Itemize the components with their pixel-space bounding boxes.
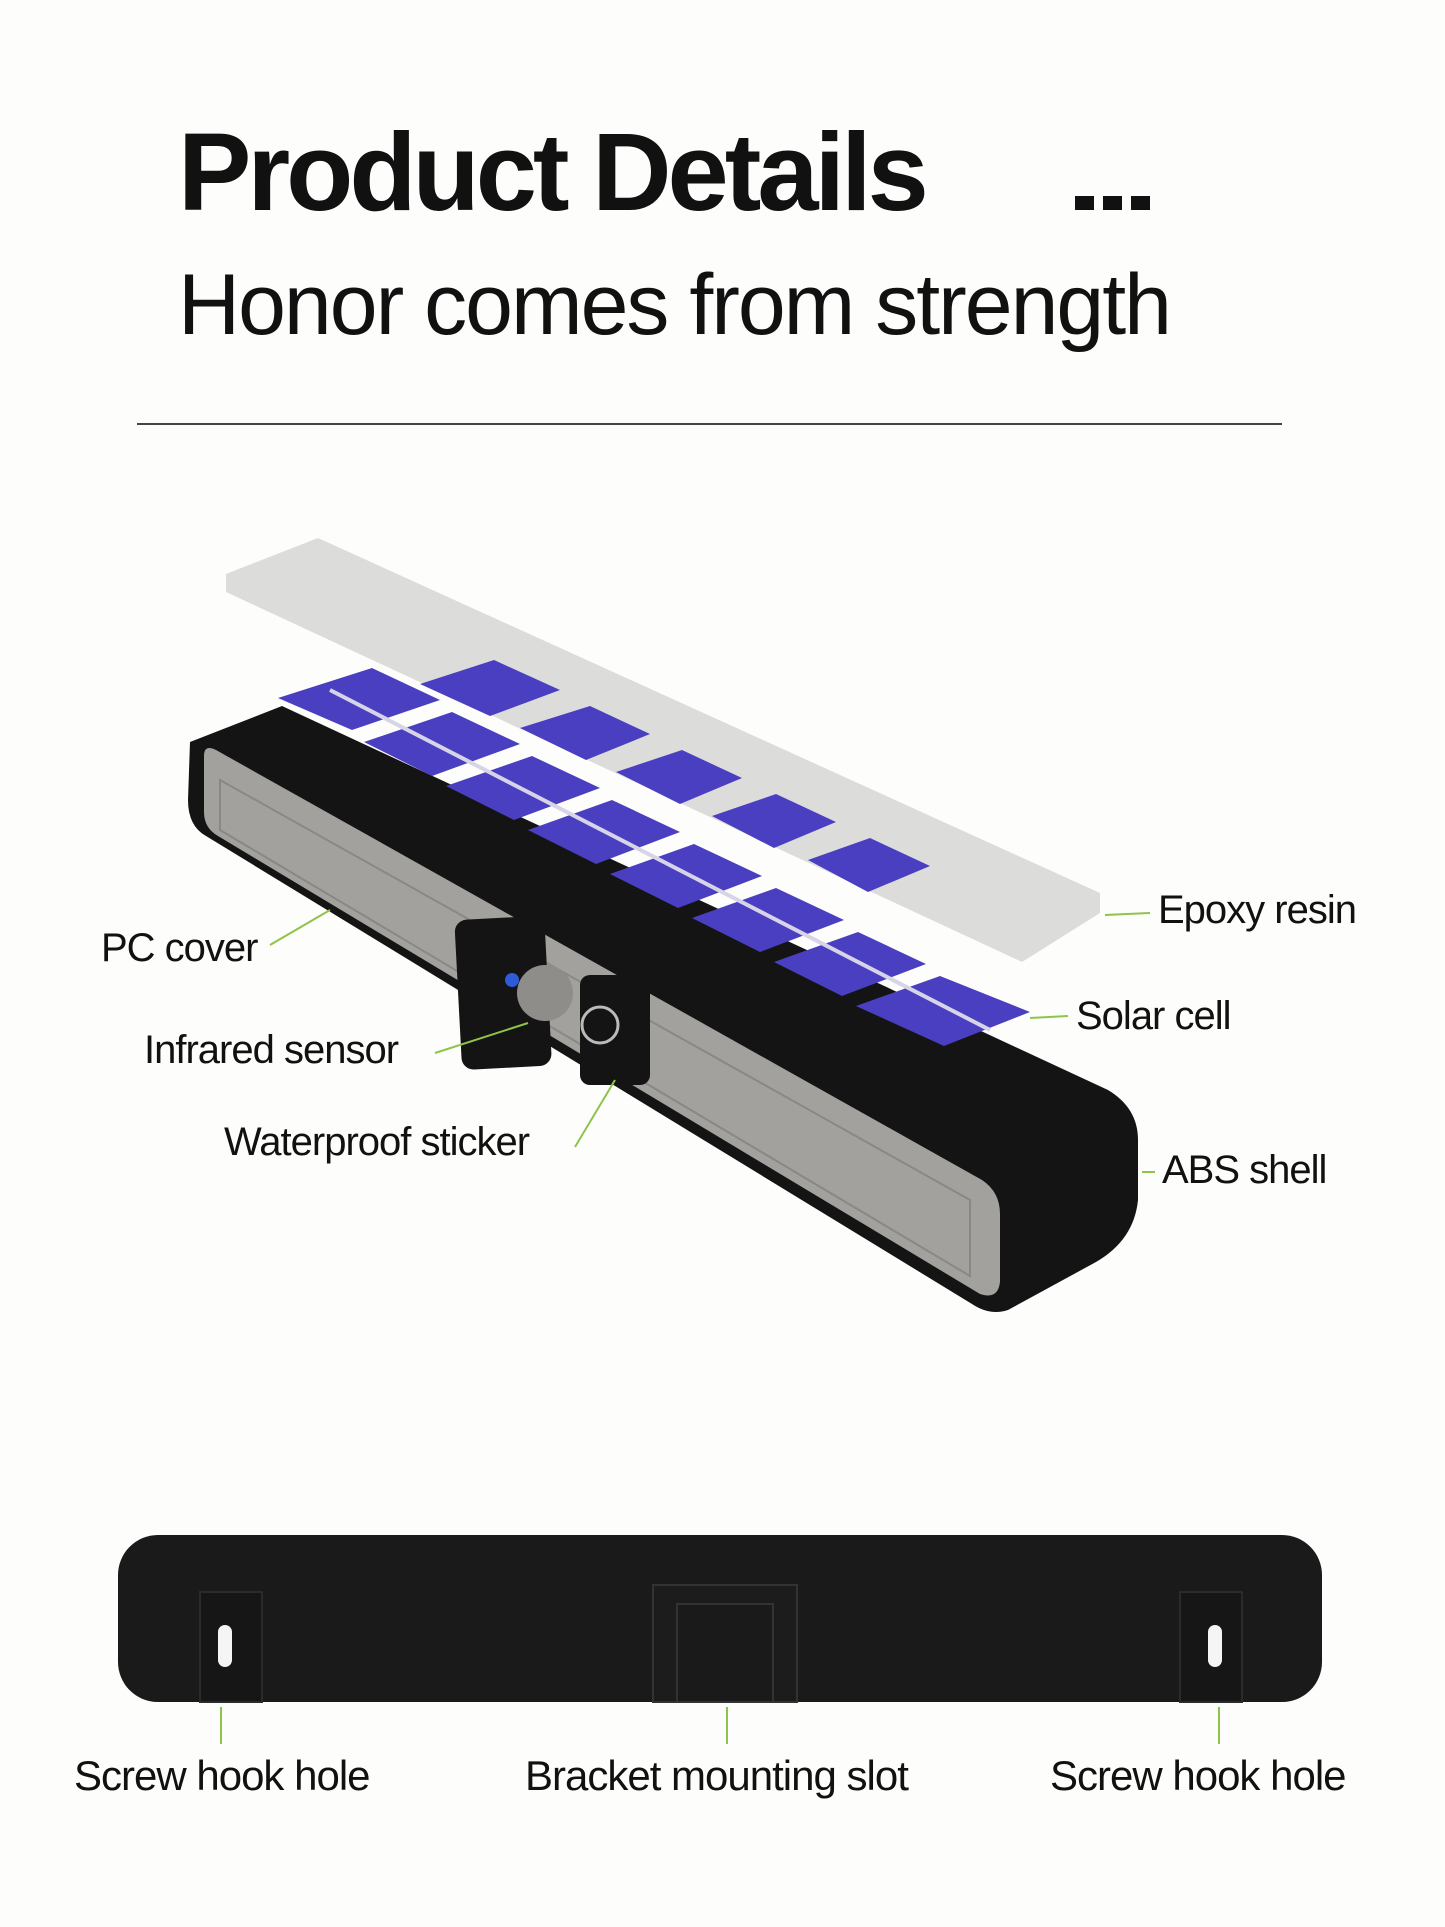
callout-pc-cover: PC cover	[101, 926, 258, 970]
page-subtitle: Honor comes from strength	[178, 257, 1172, 353]
callout-solar-cell: Solar cell	[1076, 994, 1232, 1038]
control-panel-sticker	[454, 916, 552, 1070]
callout-epoxy-resin: Epoxy resin	[1158, 888, 1357, 932]
ellipsis-decoration	[1075, 196, 1150, 210]
page-title: Product Details	[178, 111, 929, 234]
divider	[137, 423, 1282, 425]
callout-screw-hook-hole-left: Screw hook hole	[74, 1752, 371, 1799]
infrared-sensor	[517, 965, 573, 1021]
callout-bracket-mounting-slot: Bracket mounting slot	[525, 1752, 909, 1799]
callout-screw-hook-hole-right: Screw hook hole	[1050, 1752, 1347, 1799]
callout-waterproof-sticker: Waterproof sticker	[224, 1120, 530, 1164]
callout-infrared-sensor: Infrared sensor	[144, 1028, 399, 1072]
callout-abs-shell: ABS shell	[1162, 1148, 1327, 1192]
power-button-icon	[580, 1005, 620, 1045]
